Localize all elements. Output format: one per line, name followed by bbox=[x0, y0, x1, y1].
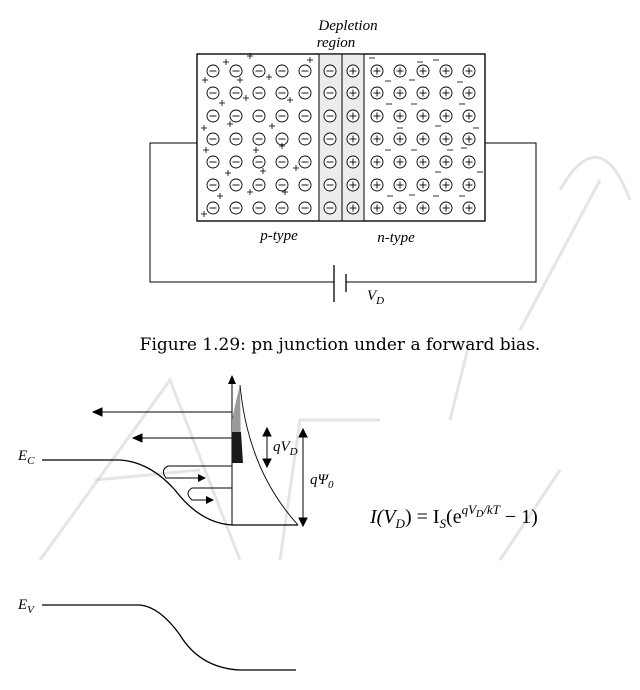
injection-arrows bbox=[91, 407, 232, 443]
ev-label: EV bbox=[17, 597, 35, 616]
left-wire bbox=[149, 142, 334, 283]
depletion-label-line2: region bbox=[317, 35, 356, 51]
ec-label: EC bbox=[17, 448, 35, 467]
reflection-arrows bbox=[162, 465, 232, 504]
watermark bbox=[38, 156, 632, 561]
battery-label: VD bbox=[367, 288, 384, 307]
n-type-label: n-type bbox=[377, 230, 415, 246]
distribution-tail bbox=[239, 384, 299, 526]
depletion-label-line1: Depletion bbox=[317, 18, 377, 34]
axis-arrowhead bbox=[228, 375, 236, 384]
qpsi-label: qΨ0 bbox=[310, 472, 334, 491]
qpsi-dimension bbox=[298, 427, 308, 528]
figure-caption: Figure 1.29: pn junction under a forward… bbox=[140, 335, 541, 355]
distribution-dark bbox=[232, 432, 243, 463]
ev-band-line bbox=[42, 604, 296, 671]
diode-equation: I(VD) = IS(eqVD/kT − 1) bbox=[369, 502, 538, 531]
right-wire bbox=[346, 142, 537, 283]
band-diagram: EC EV qVD qΨ0 I( bbox=[17, 375, 538, 671]
qvd-dimension bbox=[262, 426, 272, 469]
pn-junction-diagram: Depletion region p-type n-type VD bbox=[149, 18, 537, 307]
ec-band-line bbox=[42, 459, 298, 526]
ion-lattice bbox=[201, 53, 483, 217]
qvd-label: qVD bbox=[273, 439, 298, 458]
p-type-label: p-type bbox=[259, 228, 298, 244]
